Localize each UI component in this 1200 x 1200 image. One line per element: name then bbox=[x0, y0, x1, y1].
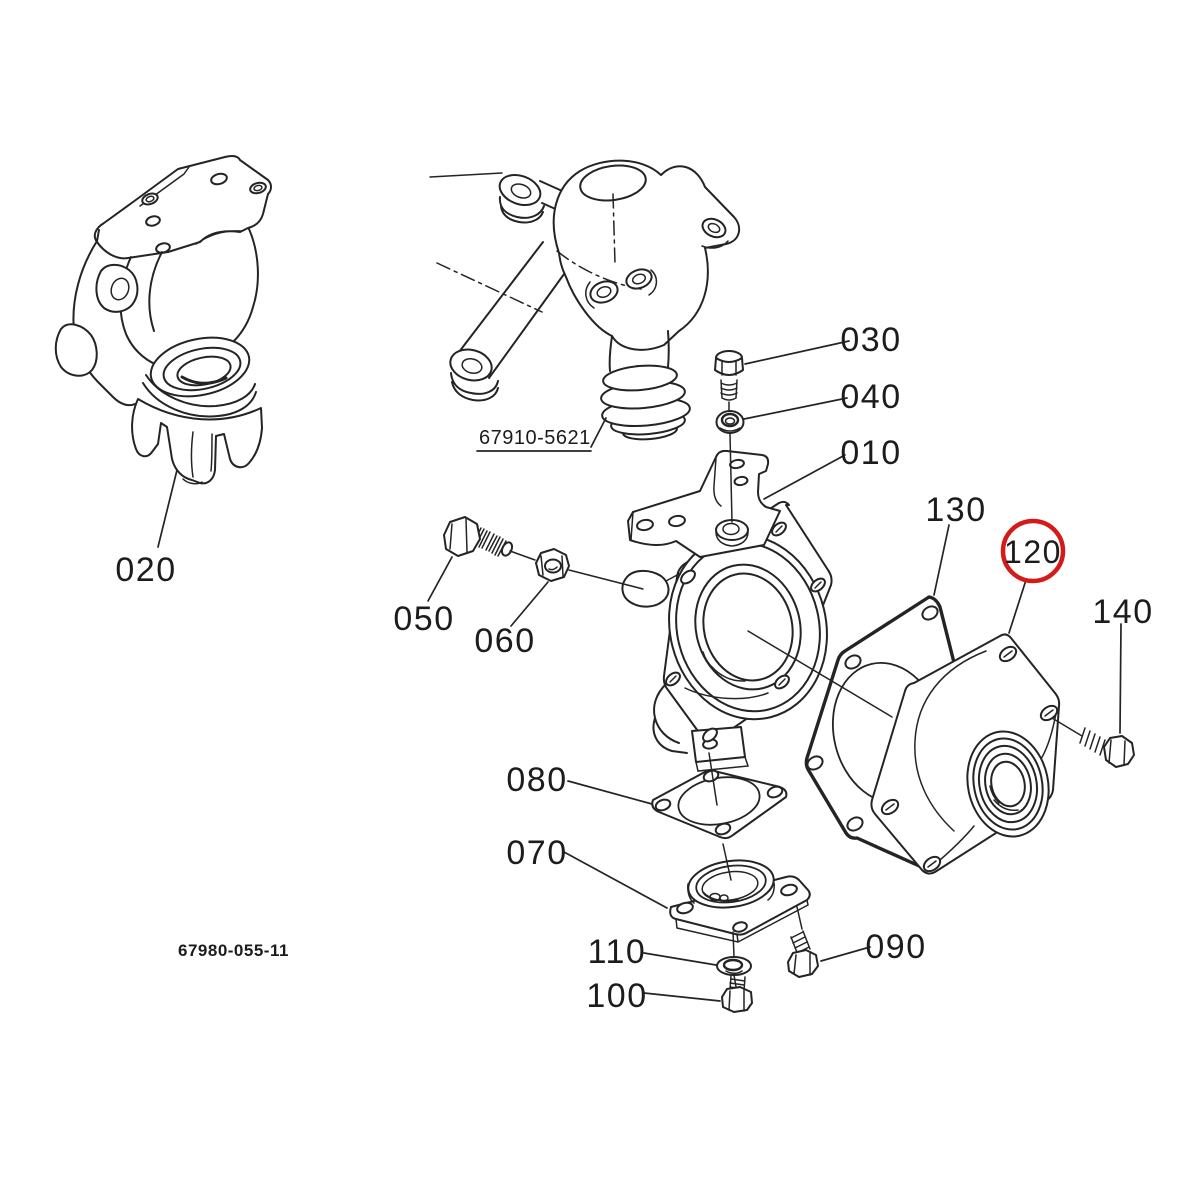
callout-130: 130 bbox=[925, 491, 986, 529]
callout-140: 140 bbox=[1092, 593, 1153, 631]
callout-010: 010 bbox=[840, 434, 901, 472]
part-010-bolt-holes bbox=[665, 521, 826, 743]
part-010-bearing-case bbox=[621, 449, 833, 772]
callout-020: 020 bbox=[115, 551, 176, 589]
drawing-number: 67980-055-11 bbox=[178, 941, 289, 960]
callout-060: 060 bbox=[474, 622, 535, 660]
leader-lines bbox=[157, 340, 1122, 1002]
part-140-bolt bbox=[1079, 727, 1135, 768]
part-100-bolt bbox=[721, 975, 753, 1013]
part-060-nut bbox=[509, 548, 644, 590]
callout-040: 040 bbox=[840, 378, 901, 416]
callout-070: 070 bbox=[506, 834, 567, 872]
part-050-bolt bbox=[443, 516, 514, 557]
part-120-bearing-case-cover bbox=[870, 633, 1061, 875]
part-040-washer bbox=[715, 401, 745, 434]
callout-090: 090 bbox=[865, 928, 926, 966]
part-110-washer bbox=[716, 956, 752, 976]
assembly-axis-lines bbox=[708, 433, 1083, 988]
part-120-bolt-holes bbox=[880, 645, 1059, 873]
part-070-bearing-holder bbox=[669, 859, 811, 943]
part-030-bolt bbox=[714, 350, 744, 401]
callout-100: 100 bbox=[586, 977, 647, 1015]
callout-080: 080 bbox=[506, 761, 567, 799]
callout-labels: 030 040 010 130 140 020 050 060 080 070 … bbox=[115, 321, 1153, 1015]
highlighted-callout-120: 120 bbox=[1000, 518, 1066, 584]
part-080-gasket bbox=[651, 769, 788, 840]
part-020-knuckle-case bbox=[54, 155, 272, 485]
callout-030: 030 bbox=[840, 321, 901, 359]
callout-120: 120 bbox=[1004, 534, 1062, 570]
part-090-bolt bbox=[787, 930, 819, 978]
part-67910-5621-steering-knuckle bbox=[429, 159, 741, 441]
callout-050: 050 bbox=[393, 600, 454, 638]
callout-110: 110 bbox=[588, 933, 647, 971]
highlight-circle bbox=[1000, 518, 1066, 584]
reference-assembly-number: 67910-5621 bbox=[479, 427, 591, 449]
